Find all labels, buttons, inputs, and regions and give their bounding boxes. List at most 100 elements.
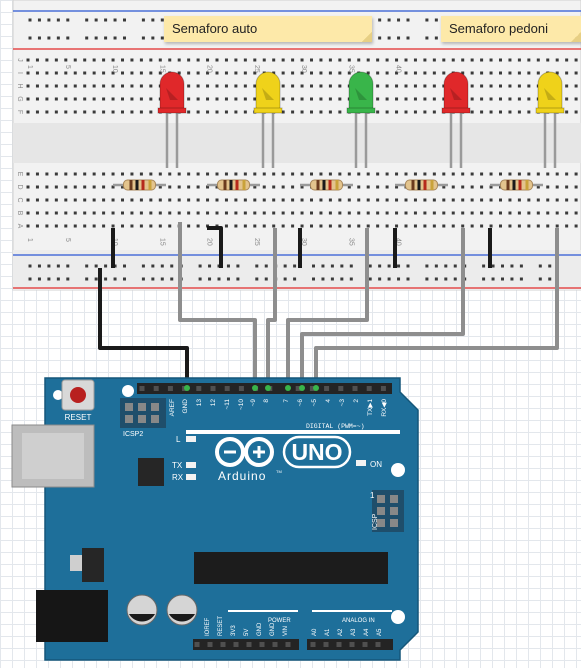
rail-hole xyxy=(453,277,457,281)
breadboard-hole xyxy=(102,58,106,62)
breadboard-hole xyxy=(376,110,380,114)
breadboard-hole xyxy=(385,172,389,176)
breadboard-hole xyxy=(442,224,446,228)
breadboard-hole xyxy=(149,84,153,88)
rail-hole xyxy=(113,264,117,268)
breadboard-hole xyxy=(385,97,389,101)
resistors xyxy=(113,179,543,191)
breadboard-hole xyxy=(45,198,49,202)
resistor-band xyxy=(335,180,339,190)
breadboard-hole xyxy=(187,97,191,101)
breadboard-hole xyxy=(102,185,106,189)
breadboard-hole xyxy=(234,198,238,202)
rail-hole xyxy=(160,36,164,40)
breadboard-hole xyxy=(243,97,247,101)
breadboard-hole xyxy=(121,224,124,228)
led-rim xyxy=(441,107,471,114)
rail-hole xyxy=(264,264,268,268)
breadboard-hole xyxy=(224,71,228,75)
breadboard-hole xyxy=(262,198,266,202)
digital-header xyxy=(137,383,392,394)
analog-header-pin xyxy=(375,642,381,647)
breadboard-hole xyxy=(272,71,276,75)
rail-hole xyxy=(321,277,325,281)
arduino-logo-left-ring xyxy=(215,437,245,467)
breadboard-hole xyxy=(243,71,247,75)
breadboard-hole xyxy=(527,84,531,88)
breadboard-hole xyxy=(243,224,247,228)
power-pin-label: RESET xyxy=(218,616,224,636)
breadboard-hole xyxy=(111,185,115,189)
rail-hole xyxy=(37,264,41,268)
rail-hole xyxy=(198,277,202,281)
rail-hole xyxy=(113,36,117,40)
breadboard-hole xyxy=(158,185,162,189)
rail-hole xyxy=(519,277,523,281)
breadboard-hole xyxy=(366,185,370,189)
breadboard-hole xyxy=(243,84,247,88)
breadboard-hole xyxy=(215,185,219,189)
breadboard-hole xyxy=(300,185,304,189)
breadboard-hole xyxy=(565,97,569,101)
breadboard-hole xyxy=(546,58,550,62)
breadboard-hole xyxy=(45,185,49,189)
breadboard-hole xyxy=(139,71,143,75)
breadboard-hole xyxy=(35,110,39,114)
digital-header-pin xyxy=(380,386,386,391)
breadboard-hole xyxy=(574,97,578,101)
led-body xyxy=(255,71,281,113)
wire-pin5 xyxy=(314,228,559,388)
resistor-1 xyxy=(113,179,166,191)
breadboard-hole xyxy=(499,198,502,202)
capacitor-1-mark xyxy=(129,614,155,622)
column-number-bottom: 15 xyxy=(158,238,165,246)
breadboard-hole xyxy=(139,110,143,114)
breadboard-hole xyxy=(92,172,96,176)
wire-pin-contact xyxy=(299,385,305,391)
breadboard-hole xyxy=(489,224,493,228)
chip-small xyxy=(138,458,164,486)
breadboard-hole xyxy=(489,172,493,176)
breadboard-hole xyxy=(187,185,191,189)
breadboard-hole xyxy=(480,58,484,62)
breadboard-hole xyxy=(300,84,304,88)
breadboard-hole xyxy=(517,84,521,88)
breadboard-hole xyxy=(253,198,257,202)
breadboard-hole xyxy=(527,172,531,176)
wire-pin-contact xyxy=(252,385,258,391)
breadboard-hole xyxy=(139,211,143,215)
sticky-note-semaforo-pedoni: Semaforo pedoni xyxy=(441,16,581,42)
breadboard-hole xyxy=(54,185,58,189)
breadboard-hole xyxy=(376,211,380,215)
breadboard-hole xyxy=(508,110,512,114)
rail-hole xyxy=(37,18,41,22)
breadboard-hole xyxy=(206,58,210,62)
wire-pin-contact xyxy=(265,385,271,391)
breadboard-hole xyxy=(517,198,521,202)
rail-hole xyxy=(501,264,504,268)
breadboard-hole xyxy=(480,71,484,75)
breadboard-hole xyxy=(83,172,87,176)
analog-pin-label: A1 xyxy=(325,628,331,636)
breadboard-hole xyxy=(517,71,521,75)
rail-hole xyxy=(538,277,542,281)
breadboard-hole xyxy=(310,110,313,114)
breadboard-hole xyxy=(470,84,474,88)
breadboard-hole xyxy=(243,198,247,202)
resistor-3 xyxy=(300,179,353,191)
breadboard-hole xyxy=(508,71,512,75)
breadboard-hole xyxy=(272,58,276,62)
breadboard-hole xyxy=(442,84,446,88)
reset-button-cap[interactable] xyxy=(70,387,86,403)
capacitor-2-mark xyxy=(169,614,195,622)
icsp2-header xyxy=(120,398,166,428)
breadboard-hole xyxy=(234,110,238,114)
breadboard-hole xyxy=(310,97,313,101)
rail-hole xyxy=(94,18,98,22)
row-letter: A xyxy=(16,224,23,229)
breadboard-hole xyxy=(215,71,219,75)
breadboard-hole xyxy=(121,198,124,202)
rail-hole xyxy=(141,18,145,22)
breadboard-hole xyxy=(281,71,285,75)
breadboard-hole xyxy=(206,211,210,215)
